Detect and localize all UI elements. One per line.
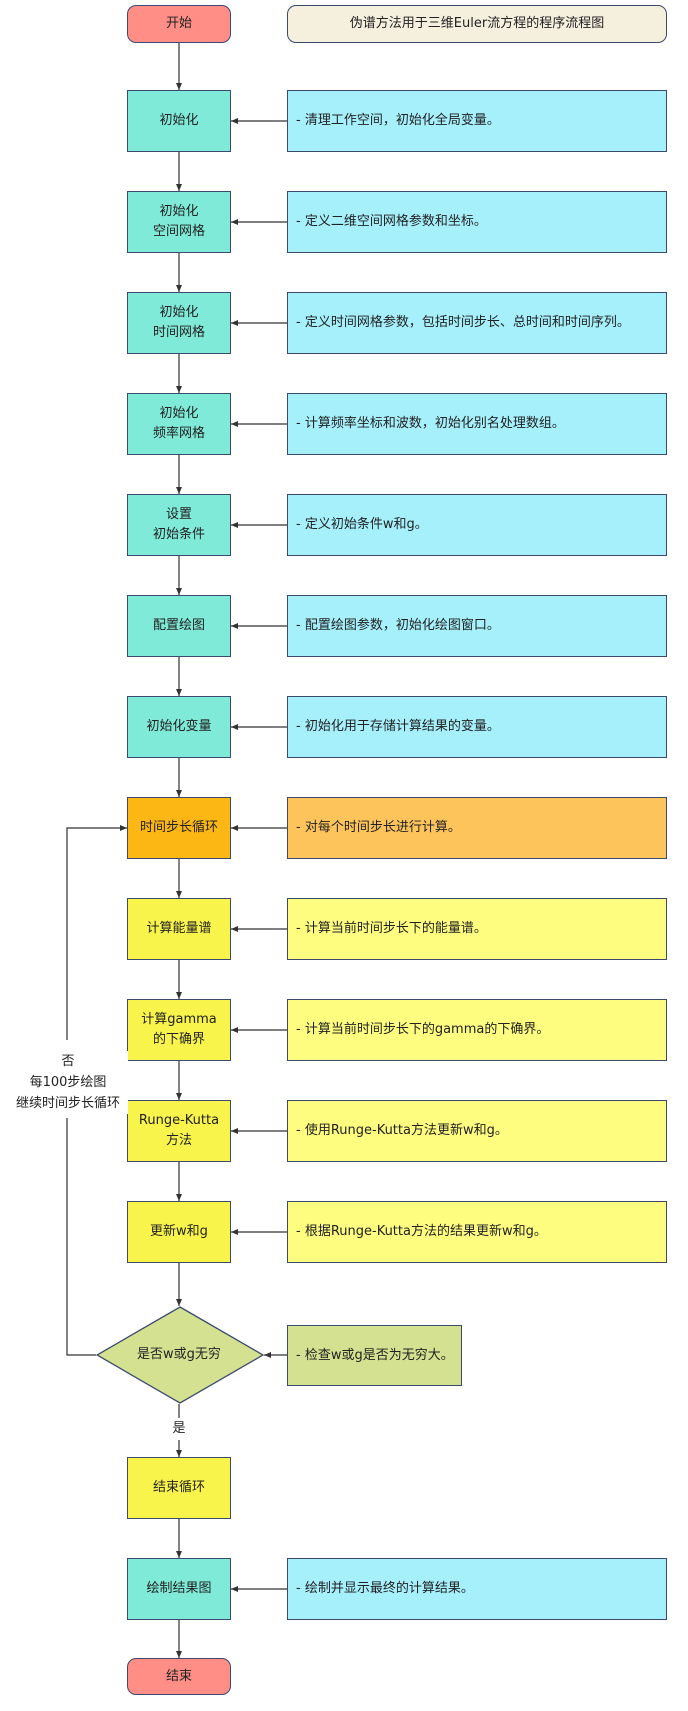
- step-init: 初始化: [127, 90, 231, 152]
- end-terminal: 结束: [127, 1658, 231, 1695]
- step-end-loop: 结束循环: [127, 1457, 231, 1519]
- diagram-title-text: 伪谱方法用于三维Euler流方程的程序流程图: [349, 16, 605, 31]
- decision-note: - 检查w或g是否为无穷大。: [287, 1325, 462, 1386]
- step-set-initial-conditions: 设置 初始条件: [127, 494, 231, 556]
- step-update-w-g: 更新w和g: [127, 1201, 231, 1263]
- note-configure-plot: - 配置绘图参数，初始化绘图窗口。: [287, 595, 667, 657]
- note-init-variables: - 初始化用于存储计算结果的变量。: [287, 696, 667, 758]
- step-compute-gamma-lower-bound: 计算gamma 的下确界: [127, 999, 231, 1061]
- edge-loop-back-upper: [66, 825, 127, 1040]
- note-init-space-grid: - 定义二维空间网格参数和坐标。: [287, 191, 667, 253]
- note-set-initial-conditions: - 定义初始条件w和g。: [287, 494, 667, 556]
- step-init-space-grid-text: 初始化 空间网格: [152, 204, 205, 239]
- note-runge-kutta-text: - 使用Runge-Kutta方法更新w和g。: [296, 1123, 508, 1138]
- note-compute-energy-spectrum: - 计算当前时间步长下的能量谱。: [287, 898, 667, 960]
- note-time-step-loop: - 对每个时间步长进行计算。: [287, 797, 667, 859]
- note-init-space-grid-text: - 定义二维空间网格参数和坐标。: [296, 214, 487, 229]
- step-init-freq-grid: 初始化 频率网格: [127, 393, 231, 455]
- step-time-step-loop: 时间步长循环: [127, 797, 231, 859]
- note-plot-results: - 绘制并显示最终的计算结果。: [287, 1558, 667, 1620]
- diagram-title: 伪谱方法用于三维Euler流方程的程序流程图: [287, 5, 667, 43]
- step-runge-kutta-text: Runge-Kutta 方法: [138, 1113, 220, 1148]
- start-terminal: 开始: [127, 5, 231, 43]
- step-configure-plot: 配置绘图: [127, 595, 231, 657]
- decision-note-text: - 检查w或g是否为无穷大。: [296, 1347, 454, 1363]
- note-init-text: - 清理工作空间，初始化全局变量。: [296, 113, 500, 128]
- step-plot-results: 绘制结果图: [127, 1558, 231, 1620]
- step-init-time-grid: 初始化 时间网格: [127, 292, 231, 354]
- step-init-space-grid: 初始化 空间网格: [127, 191, 231, 253]
- step-init-variables-text: 初始化变量: [146, 719, 212, 734]
- note-compute-energy-spectrum-text: - 计算当前时间步长下的能量谱。: [296, 921, 487, 936]
- step-compute-energy-spectrum-text: 计算能量谱: [146, 921, 212, 936]
- step-compute-energy-spectrum: 计算能量谱: [127, 898, 231, 960]
- note-init-time-grid-text: - 定义时间网格参数，包括时间步长、总时间和时间序列。: [296, 315, 630, 330]
- note-init: - 清理工作空间，初始化全局变量。: [287, 90, 667, 152]
- note-runge-kutta: - 使用Runge-Kutta方法更新w和g。: [287, 1100, 667, 1162]
- edge-loop-back-lower: [66, 1118, 96, 1356]
- step-init-text: 初始化: [159, 113, 199, 128]
- note-plot-results-text: - 绘制并显示最终的计算结果。: [296, 1581, 474, 1596]
- step-runge-kutta: Runge-Kutta 方法: [127, 1100, 231, 1162]
- note-init-freq-grid-text: - 计算频率坐标和波数，初始化别名处理数组。: [296, 416, 565, 431]
- decision-diamond: [96, 1306, 264, 1404]
- note-update-w-g-text: - 根据Runge-Kutta方法的结果更新w和g。: [296, 1224, 547, 1239]
- start-label: 开始: [165, 16, 192, 31]
- step-init-time-grid-text: 初始化 时间网格: [152, 305, 205, 340]
- step-update-w-g-text: 更新w和g: [150, 1224, 208, 1239]
- step-plot-results-text: 绘制结果图: [146, 1581, 212, 1596]
- note-init-freq-grid: - 计算频率坐标和波数，初始化别名处理数组。: [287, 393, 667, 455]
- note-update-w-g: - 根据Runge-Kutta方法的结果更新w和g。: [287, 1201, 667, 1263]
- step-set-initial-conditions-text: 设置 初始条件: [152, 507, 205, 542]
- step-configure-plot-text: 配置绘图: [152, 618, 205, 633]
- branch-no-label: 否 每100步绘图 继续时间步长循环: [8, 1051, 128, 1114]
- branch-yes-label: 是: [170, 1418, 188, 1439]
- note-configure-plot-text: - 配置绘图参数，初始化绘图窗口。: [296, 618, 500, 633]
- note-init-time-grid: - 定义时间网格参数，包括时间步长、总时间和时间序列。: [287, 292, 667, 354]
- step-init-freq-grid-text: 初始化 频率网格: [152, 406, 205, 441]
- note-time-step-loop-text: - 对每个时间步长进行计算。: [296, 820, 461, 835]
- step-end-loop-text: 结束循环: [152, 1480, 205, 1495]
- note-set-initial-conditions-text: - 定义初始条件w和g。: [296, 517, 428, 532]
- end-label: 结束: [165, 1668, 192, 1684]
- decision-label: 是否w或g无穷: [137, 1347, 221, 1362]
- note-init-variables-text: - 初始化用于存储计算结果的变量。: [296, 719, 500, 734]
- step-init-variables: 初始化变量: [127, 696, 231, 758]
- note-compute-gamma-lower-bound: - 计算当前时间步长下的gamma的下确界。: [287, 999, 667, 1061]
- step-time-step-loop-text: 时间步长循环: [139, 820, 218, 835]
- step-compute-gamma-lower-bound-text: 计算gamma 的下确界: [141, 1012, 217, 1047]
- note-compute-gamma-lower-bound-text: - 计算当前时间步长下的gamma的下确界。: [296, 1022, 550, 1037]
